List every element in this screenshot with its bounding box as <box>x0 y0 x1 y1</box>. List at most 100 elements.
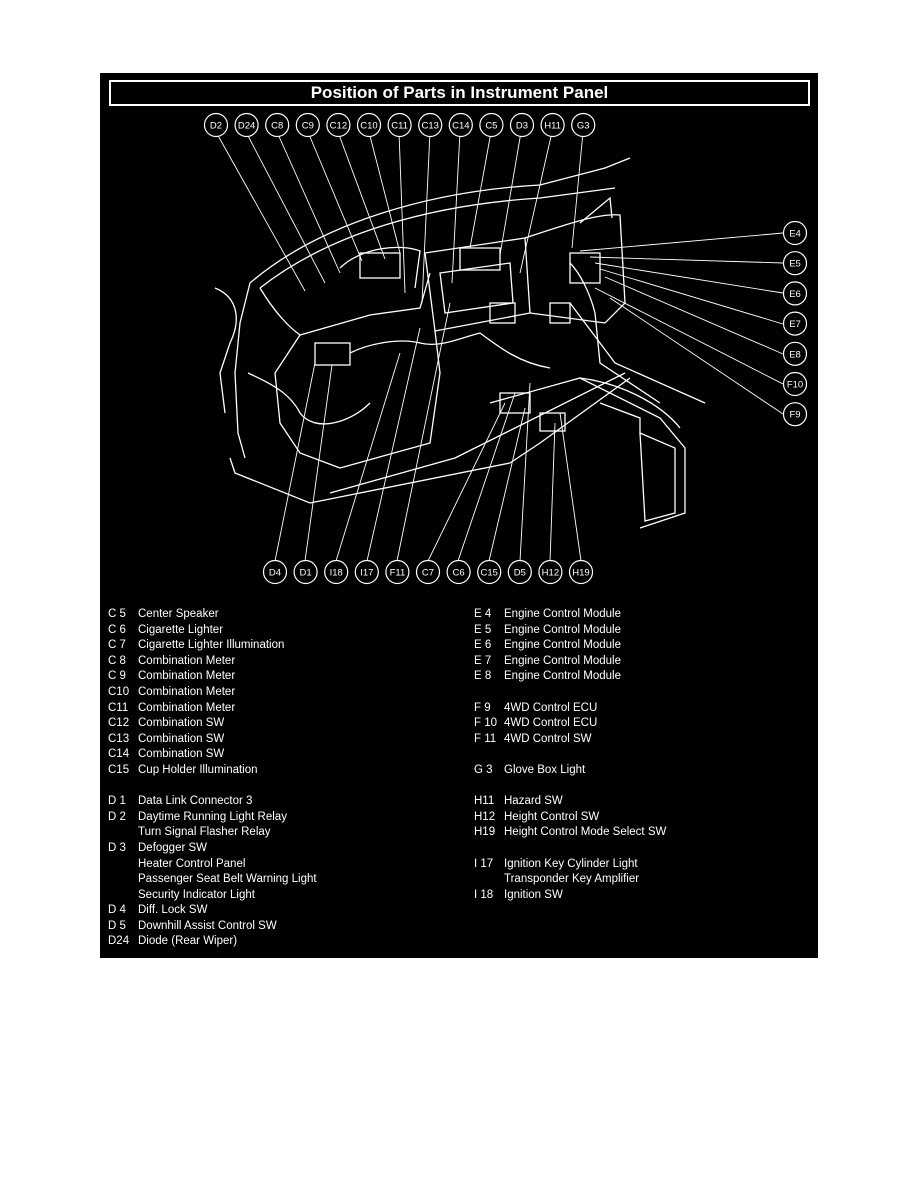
callout-circle <box>782 251 808 276</box>
callout-c9: C9 <box>295 112 320 138</box>
legend-part-name: Combination Meter <box>138 701 236 714</box>
callout-circle <box>568 559 594 585</box>
callout-h19: H19 <box>568 559 594 585</box>
diagram-title: Position of Parts in Instrument Panel <box>109 80 810 106</box>
legend-row: F 10 4WD Control ECU <box>474 716 804 732</box>
callout-circle <box>507 559 532 585</box>
callout-label: D3 <box>516 121 528 132</box>
legend-code: E 8 <box>474 670 492 683</box>
legend-row: D 5 Downhill Assist Control SW <box>108 919 438 935</box>
legend-code: D 1 <box>108 795 126 808</box>
callout-i18: I18 <box>324 559 349 585</box>
callout-label: E7 <box>789 319 801 330</box>
legend-code: C 5 <box>108 608 126 620</box>
legend-part-name: Downhill Assist Control SW <box>138 919 277 932</box>
legend-row: C 6 Cigarette Lighter <box>108 623 438 639</box>
legend-code: F 10 <box>474 717 498 730</box>
legend-code: C10 <box>108 685 130 698</box>
legend-row <box>474 685 804 701</box>
callout-circle <box>540 112 565 138</box>
callout-label: C9 <box>302 121 314 132</box>
legend-row: Turn Signal Flasher Relay <box>108 825 438 841</box>
callout-label: E5 <box>789 259 801 270</box>
legend-code: D 5 <box>108 919 126 932</box>
legend-code: I 17 <box>474 857 494 870</box>
callout-label: C10 <box>360 121 377 132</box>
legend-code: E 6 <box>474 639 492 652</box>
legend-part-name: Engine Control Module <box>504 623 621 636</box>
callout-circle <box>356 112 382 138</box>
legend-part-name: Transponder Key Amplifier <box>504 873 640 886</box>
callout-circle <box>477 559 502 585</box>
legend-part-name: Combination SW <box>138 732 225 745</box>
legend-part-name: Cigarette Lighter Illumination <box>138 639 285 652</box>
legend-code: E 7 <box>474 654 492 667</box>
callout-label: C8 <box>271 121 283 132</box>
callout-label: H12 <box>542 568 559 579</box>
callout-e4: E4 <box>782 220 808 246</box>
callout-label: C15 <box>480 568 497 579</box>
callout-label: C6 <box>453 568 465 579</box>
callout-d5: D5 <box>507 559 532 585</box>
legend-part-name: Cigarette Lighter <box>138 623 224 636</box>
callout-c10: C10 <box>356 112 382 138</box>
legend-code: C 6 <box>108 623 126 636</box>
callout-label: C14 <box>452 121 469 132</box>
callout-c6: C6 <box>446 559 471 585</box>
legend-code: H11 <box>474 795 495 808</box>
legend-part-name: 4WD Control ECU <box>504 717 598 730</box>
legend-part-name: Heater Control Panel <box>138 857 246 870</box>
callout-label: E4 <box>789 229 801 240</box>
legend-row: C10 Combination Meter <box>108 685 438 701</box>
callout-label: G3 <box>577 121 590 132</box>
callout-label: I18 <box>330 568 343 579</box>
legend-row: Passenger Seat Belt Warning Light <box>108 872 438 888</box>
legend-code: F 11 <box>474 732 497 745</box>
legend-part-name: Ignition SW <box>504 888 563 901</box>
legend-row <box>474 779 804 795</box>
legend-part-name: Combination Meter <box>138 685 236 698</box>
legend-code: D 2 <box>108 810 126 823</box>
legend-part-name: Combination Meter <box>138 670 236 683</box>
callout-circle <box>415 559 441 585</box>
callout-h11: H11 <box>540 112 565 138</box>
callout-c7: C7 <box>415 559 441 585</box>
callout-c14: C14 <box>448 112 473 138</box>
leader-lines <box>215 131 784 562</box>
callout-c13: C13 <box>418 112 443 138</box>
legend-row: C 9 Combination Meter <box>108 669 438 685</box>
callout-label: D4 <box>269 568 281 579</box>
legend-part-name: Security Indicator Light <box>138 888 255 901</box>
callout-i17: I17 <box>354 559 379 585</box>
legend-part-name: Engine Control Module <box>504 608 621 620</box>
callout-d2: D2 <box>203 112 229 138</box>
callout-label: E8 <box>789 349 801 360</box>
legend-code: C 9 <box>108 670 126 683</box>
callout-circle <box>782 341 808 366</box>
callout-e8: E8 <box>782 341 808 366</box>
legend-part-name: 4WD Control ECU <box>504 701 598 714</box>
legend-code: D 4 <box>108 904 126 917</box>
callout-label: H19 <box>572 568 589 579</box>
callout-d4: D4 <box>262 559 288 585</box>
callout-f10: F10 <box>782 371 808 397</box>
callout-label: C7 <box>422 568 434 579</box>
